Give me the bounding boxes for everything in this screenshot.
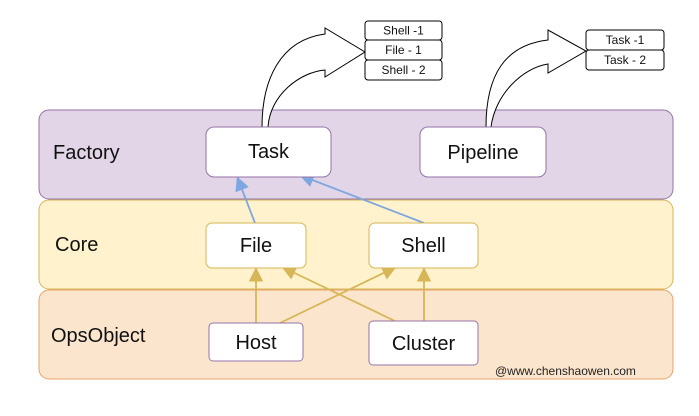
pipeline-list-item-label: Task -1 <box>606 33 645 47</box>
task-list-item <box>364 59 443 81</box>
task-list-item-label: Shell -1 <box>383 24 424 38</box>
edge-file-to-task <box>235 176 256 224</box>
edge-cluster-to-file <box>281 266 396 322</box>
layer-factory: Factory <box>38 109 674 200</box>
node-file[interactable]: File <box>205 222 307 269</box>
task-curve-arrow <box>261 27 366 128</box>
node-host[interactable]: Host <box>208 322 304 362</box>
node-shell-label: Shell <box>401 235 445 257</box>
node-host-label: Host <box>235 332 277 354</box>
task-list: Shell -1 File - 1 Shell - 2 <box>364 20 443 81</box>
layer-core-label: Core <box>55 234 98 256</box>
node-task-label: Task <box>248 141 290 163</box>
pipeline-list-item <box>585 49 665 71</box>
task-list-item-label: File - 1 <box>385 43 422 57</box>
node-cluster[interactable]: Cluster <box>368 320 479 366</box>
pipeline-list-item-label: Task - 2 <box>604 53 646 67</box>
edge-host-to-shell <box>279 266 397 324</box>
layer-core: Core <box>38 199 674 290</box>
edge-shell-to-task <box>299 173 425 224</box>
layer-opsobject: OpsObject <box>38 289 674 380</box>
layer-factory-label: Factory <box>53 142 120 164</box>
task-list-item-label: Shell - 2 <box>381 63 425 77</box>
node-task[interactable]: Task <box>205 126 332 178</box>
layer-opsobject-label: OpsObject <box>51 325 146 347</box>
node-file-label: File <box>240 235 272 257</box>
node-pipeline-label: Pipeline <box>447 142 518 164</box>
pipeline-curve-arrow <box>485 29 588 128</box>
pipeline-list: Task -1 Task - 2 <box>585 29 665 71</box>
node-cluster-label: Cluster <box>392 333 456 355</box>
node-shell[interactable]: Shell <box>368 222 479 269</box>
watermark-text: @www.chenshaowen.com <box>495 364 636 378</box>
node-pipeline[interactable]: Pipeline <box>419 126 547 178</box>
